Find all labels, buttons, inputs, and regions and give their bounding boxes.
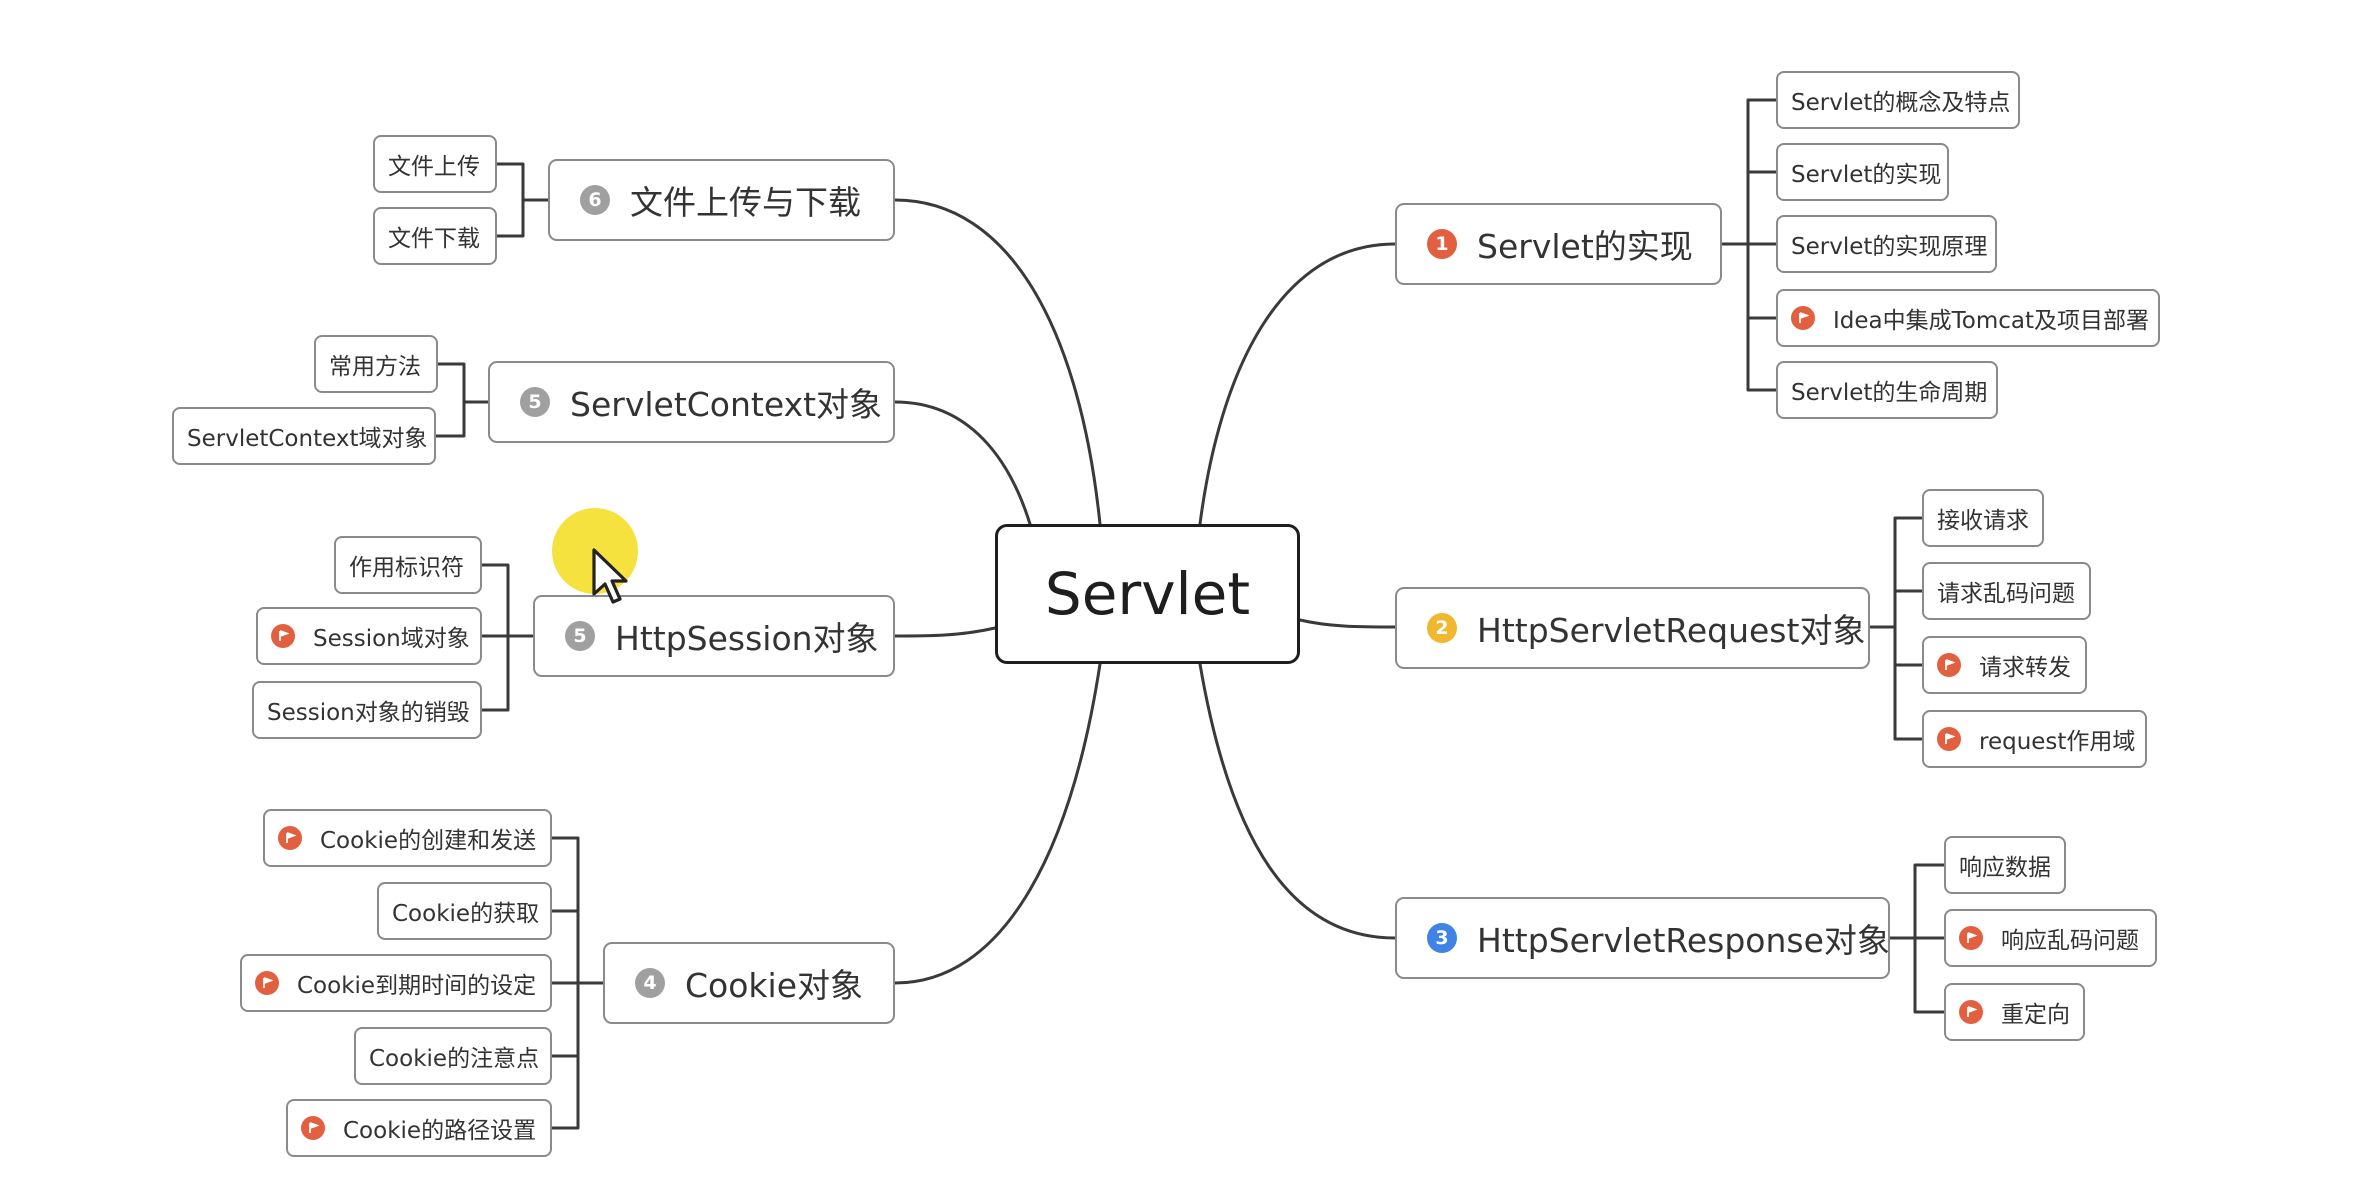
number-badge-icon: 2 — [1427, 613, 1457, 643]
branch-label: Servlet的实现 — [1477, 227, 1693, 266]
branch-servlet-implementation[interactable]: 1 Servlet的实现 — [1395, 203, 1722, 285]
leaf-node[interactable]: Session域对象 — [256, 607, 482, 665]
leaf-label: Cookie到期时间的设定 — [297, 973, 537, 999]
branch-label: Cookie对象 — [685, 966, 864, 1005]
leaf-node[interactable]: 请求乱码问题 — [1922, 562, 2091, 620]
branch-label: HttpServletRequest对象 — [1477, 611, 1866, 650]
root-label: Servlet — [1044, 560, 1251, 628]
link-b1-bracket — [1720, 98, 1778, 392]
leaf-label: 接收请求 — [1937, 508, 2029, 534]
branch-file-upload-download[interactable]: 6 文件上传与下载 — [548, 159, 895, 241]
leaf-label: 重定向 — [2001, 1002, 2070, 1028]
link-b2-bracket — [1868, 516, 1924, 741]
leaf-label: Cookie的路径设置 — [343, 1118, 537, 1144]
leaf-node[interactable]: 文件上传 — [373, 135, 497, 193]
link-root-branch-3 — [1198, 662, 1397, 940]
leaf-node[interactable]: Cookie的获取 — [377, 882, 552, 940]
branch-label: 文件上传与下载 — [630, 183, 861, 222]
link-b7-bracket — [495, 162, 550, 238]
flag-icon — [301, 1116, 325, 1140]
leaf-label: Session域对象 — [313, 626, 470, 652]
number-badge-icon: 3 — [1427, 923, 1457, 953]
branch-label: HttpServletResponse对象 — [1477, 921, 1890, 960]
branch-label: ServletContext对象 — [570, 385, 883, 424]
branch-http-servlet-response[interactable]: 3 HttpServletResponse对象 — [1395, 897, 1890, 979]
leaf-label: Session对象的销毁 — [267, 700, 470, 726]
leaf-node[interactable]: Servlet的概念及特点 — [1776, 71, 2020, 129]
branch-servlet-context[interactable]: 5 ServletContext对象 — [488, 361, 895, 443]
leaf-label: Servlet的概念及特点 — [1791, 90, 2011, 116]
leaf-node[interactable]: 请求转发 — [1922, 636, 2087, 694]
leaf-label: 作用标识符 — [349, 555, 464, 581]
leaf-node[interactable]: Idea中集成Tomcat及项目部署 — [1776, 289, 2160, 347]
leaf-label: 请求转发 — [1979, 655, 2071, 681]
number-badge-icon: 6 — [580, 185, 610, 215]
leaf-node[interactable]: 文件下载 — [373, 207, 497, 265]
leaf-node[interactable]: Session对象的销毁 — [252, 681, 482, 739]
link-b5-bracket — [480, 563, 535, 712]
flag-icon — [1937, 653, 1961, 677]
leaf-node[interactable]: Cookie的注意点 — [354, 1027, 552, 1085]
leaf-node[interactable]: Cookie的创建和发送 — [263, 809, 552, 867]
leaf-node[interactable]: Cookie到期时间的设定 — [240, 954, 552, 1012]
flag-icon — [1937, 727, 1961, 751]
leaf-node[interactable]: Cookie的路径设置 — [286, 1099, 552, 1157]
number-badge-icon: 1 — [1427, 229, 1457, 259]
mouse-pointer-icon — [592, 548, 628, 604]
leaf-label: request作用域 — [1979, 729, 2136, 755]
leaf-label: 响应数据 — [1959, 855, 2051, 881]
root-topic[interactable]: Servlet — [995, 524, 1300, 664]
number-badge-icon: 4 — [635, 968, 665, 998]
leaf-node[interactable]: 作用标识符 — [334, 536, 482, 594]
leaf-label: 响应乱码问题 — [2001, 928, 2139, 954]
link-root-branch-2 — [1298, 618, 1397, 629]
link-root-branch-4 — [893, 662, 1102, 985]
branch-http-servlet-request[interactable]: 2 HttpServletRequest对象 — [1395, 587, 1870, 669]
flag-icon — [1959, 926, 1983, 950]
leaf-label: 请求乱码问题 — [1937, 581, 2075, 607]
leaf-node[interactable]: Servlet的实现 — [1776, 143, 1949, 201]
flag-icon — [271, 624, 295, 648]
flag-icon — [278, 826, 302, 850]
leaf-label: 文件下载 — [388, 226, 480, 252]
leaf-label: Cookie的注意点 — [369, 1046, 540, 1072]
leaf-node[interactable]: 重定向 — [1944, 983, 2085, 1041]
link-b4-bracket — [550, 836, 605, 1130]
number-badge-icon: 5 — [565, 621, 595, 651]
branch-cookie[interactable]: 4 Cookie对象 — [603, 942, 895, 1024]
link-root-branch-6 — [893, 400, 1032, 526]
leaf-label: ServletContext域对象 — [187, 426, 428, 452]
leaf-label: Idea中集成Tomcat及项目部署 — [1833, 308, 2150, 334]
leaf-node[interactable]: 响应乱码问题 — [1944, 909, 2157, 967]
number-badge-icon: 5 — [520, 387, 550, 417]
flag-icon — [1791, 306, 1815, 330]
leaf-label: 常用方法 — [329, 354, 421, 380]
leaf-label: Servlet的实现原理 — [1791, 234, 1988, 260]
branch-label: HttpSession对象 — [615, 619, 879, 658]
leaf-node[interactable]: Servlet的生命周期 — [1776, 361, 1998, 419]
link-root-branch-7 — [893, 198, 1102, 526]
leaf-node[interactable]: Servlet的实现原理 — [1776, 215, 1997, 273]
flag-icon — [255, 971, 279, 995]
leaf-label: Servlet的生命周期 — [1791, 380, 1988, 406]
flag-icon — [1959, 1000, 1983, 1024]
leaf-node[interactable]: 常用方法 — [314, 335, 438, 393]
leaf-label: 文件上传 — [388, 154, 480, 180]
leaf-label: Cookie的获取 — [392, 901, 540, 927]
leaf-label: Servlet的实现 — [1791, 162, 1942, 188]
leaf-node[interactable]: ServletContext域对象 — [172, 407, 436, 465]
link-root-branch-1 — [1198, 242, 1397, 526]
leaf-node[interactable]: 响应数据 — [1944, 836, 2066, 894]
leaf-label: Cookie的创建和发送 — [320, 828, 537, 854]
leaf-node[interactable]: request作用域 — [1922, 710, 2147, 768]
link-b6-bracket — [434, 362, 490, 438]
link-root-branch-5 — [893, 626, 997, 638]
branch-http-session[interactable]: 5 HttpSession对象 — [533, 595, 895, 677]
link-b3-bracket — [1888, 863, 1946, 1014]
leaf-node[interactable]: 接收请求 — [1922, 489, 2044, 547]
